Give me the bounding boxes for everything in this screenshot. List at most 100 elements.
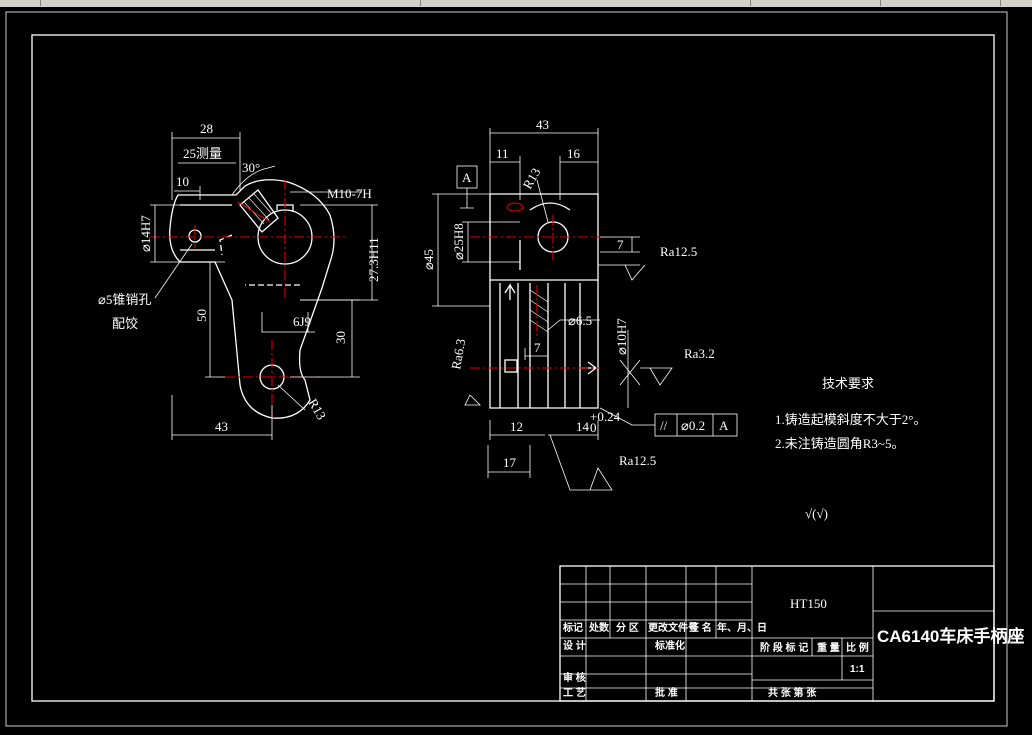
tech-note-1: 1.铸造起模斜度不大于2°。 [775, 412, 926, 427]
dim-16-label: 16 [567, 146, 581, 161]
dim-45-line [432, 193, 490, 307]
ra32-label: Ra3.2 [684, 346, 715, 361]
dim-17-label: 17 [503, 455, 517, 470]
lower-block [489, 280, 599, 409]
dim-30-line [290, 299, 360, 378]
thread-hatch [243, 193, 273, 225]
centerlines [150, 180, 345, 420]
r13-right-label: R13 [520, 165, 544, 191]
dim-11-line [490, 156, 521, 200]
title-block: HT150 CA6140车床手柄座 标记 处数 分 区 更改文件号 签 名 年、… [559, 565, 1024, 702]
dim-7a-line [600, 236, 640, 253]
dim-12-line [489, 420, 545, 440]
dim-14-label: 14 [576, 419, 590, 434]
dim-10-label: 10 [176, 174, 189, 189]
datum-leader [460, 188, 474, 209]
rev-header-date: 年、月、日 [717, 621, 767, 634]
dim-11-label: 11 [496, 146, 509, 161]
dia-45-label: ⌀45 [421, 249, 436, 270]
fcf-dividers [676, 414, 714, 436]
design-label: 设 计 [563, 639, 586, 652]
pin-leader [154, 243, 193, 299]
toolbar-segment [420, 0, 751, 6]
dim-27-label: 27.3H11 [366, 237, 381, 282]
oil-hole [506, 202, 524, 212]
r13-right-leader [536, 179, 549, 223]
dim-10-line [174, 186, 201, 200]
thread-axis [237, 201, 271, 223]
dim-14-line [548, 420, 599, 440]
r13-leader [277, 384, 306, 411]
dim-30-label: 30 [333, 331, 348, 344]
dim-43-line [171, 395, 273, 440]
outer-frame [5, 11, 1008, 727]
section-hatch [529, 289, 549, 333]
fcf-frame [654, 413, 738, 437]
ra-bottom-symbol [549, 434, 613, 491]
dim-25h8-line [462, 221, 520, 263]
datum-label: A [462, 170, 472, 185]
pin-hole-label: ⌀5锥销孔 [98, 292, 151, 307]
inner-frame [31, 34, 995, 702]
part-name: CA6140车床手柄座 [877, 626, 1024, 646]
dim-43-label: 43 [215, 419, 228, 434]
nut-square [504, 359, 518, 373]
cad-drawing-canvas[interactable]: 28 25测量 30° 10 M10-7H ⌀14H7 27.3H11 ⌀5锥销… [0, 7, 1032, 735]
ra-top-symbol [598, 264, 646, 281]
toolbar-segment [880, 0, 1001, 6]
boss-lines [180, 204, 232, 251]
dim-16-line [559, 156, 598, 200]
general-roughness: √(√) [805, 506, 828, 521]
dia-10-label: ⌀10H7 [614, 318, 629, 355]
dia-10-line [619, 330, 641, 408]
fcf-value: ⌀0.2 [681, 418, 705, 433]
approve-label: 批 准 [655, 686, 678, 699]
dim-50-line [205, 261, 225, 378]
rev-header-doc: 更改文件号 [648, 621, 698, 634]
dia-65-label: ⌀6.5 [568, 313, 592, 328]
hidden-lines [219, 234, 300, 286]
radius-label: R13 [305, 396, 329, 422]
fcf-leader [599, 407, 655, 426]
right-centerlines [470, 215, 610, 369]
arrow-up [504, 282, 516, 300]
weight-label: 重 量 [817, 641, 840, 654]
dim-7a-label: 7 [617, 237, 624, 252]
thread-hole [239, 189, 279, 233]
dia-14-label: ⌀14H7 [138, 215, 153, 252]
left-view: 28 25测量 30° 10 M10-7H ⌀14H7 27.3H11 ⌀5锥销… [98, 121, 381, 440]
dim-7b-label: 7 [534, 340, 541, 355]
angle-arc [231, 165, 276, 196]
scale-label: 比 例 [846, 641, 869, 654]
dim-14-line [150, 204, 180, 263]
ra32-symbol [640, 367, 673, 386]
material-label: HT150 [790, 596, 827, 611]
dim-12-label: 12 [510, 419, 523, 434]
rev-header-count: 处数 [588, 621, 610, 634]
keyway-label: 6J9 [293, 314, 311, 329]
stage-mark-label: 阶 段 标 记 [760, 641, 808, 654]
thread-label: M10-7H [327, 186, 372, 201]
block-section-lines [499, 283, 581, 408]
ra-bottom-label: Ra12.5 [619, 453, 656, 468]
ra-top-label: Ra12.5 [660, 244, 697, 259]
pin-fit-label: 配饺 [112, 316, 138, 331]
angle-label: 30° [242, 160, 260, 175]
tech-title: 技术要求 [822, 376, 874, 391]
scale-value: 1:1 [850, 664, 865, 675]
dim-28-label: 28 [200, 121, 213, 136]
left-part-outline [169, 179, 335, 419]
standardize-label: 标准化 [654, 639, 685, 652]
dia-25-label: ⌀25H8 [451, 223, 466, 260]
title-block-frame [559, 565, 995, 702]
right-view: 43 11 16 A R13 ⌀25H8 ⌀45 7 Ra12.5 ⌀6.5 7… [421, 117, 738, 491]
dim-14-tol-lower: 0 [590, 420, 597, 435]
dim-28-line [171, 132, 241, 200]
title-block-grid [560, 566, 994, 701]
dia-65-leader [547, 319, 600, 331]
boss-outline [519, 202, 571, 270]
dim-43r-line [489, 128, 599, 194]
toolbar-segment [750, 0, 881, 6]
dim-50-label: 50 [194, 309, 209, 322]
dim-25-label: 25测量 [183, 146, 222, 161]
